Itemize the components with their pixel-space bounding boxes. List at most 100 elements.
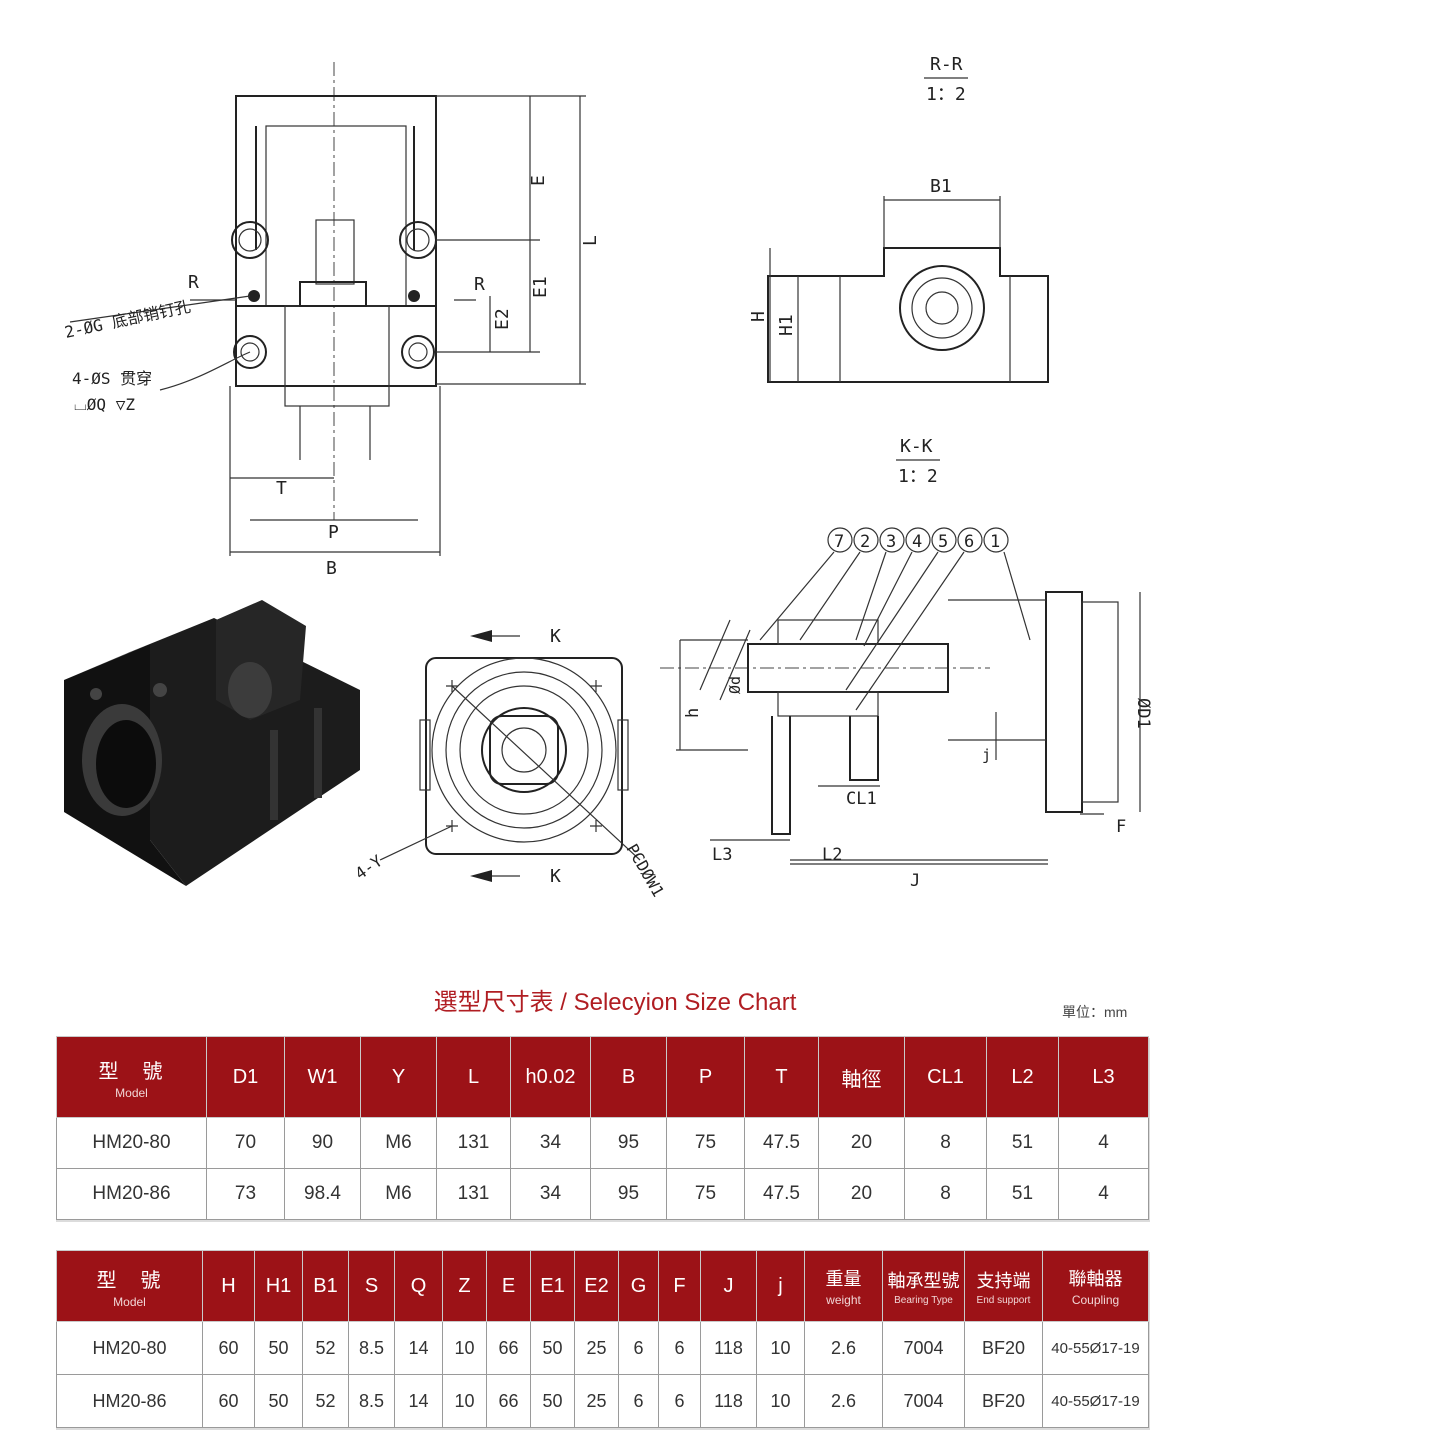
- table-row: HM20-80 70 90 M6 131 34 95 75 47.5 20 8 …: [56, 1117, 1149, 1169]
- table-cell: 90: [284, 1117, 361, 1169]
- table2-header-support: 支持端 End support: [964, 1250, 1043, 1322]
- table-cell: 51: [986, 1117, 1059, 1169]
- table-cell: 118: [700, 1374, 757, 1428]
- header-en: Bearing Type: [894, 1294, 953, 1306]
- table2-header: J: [700, 1250, 757, 1322]
- hole-q-note: ⌴ØQ ▽Z: [74, 395, 135, 414]
- header-en: End support: [976, 1294, 1031, 1306]
- table-cell: M6: [360, 1117, 437, 1169]
- header-cn: 支持端: [976, 1270, 1031, 1291]
- table2-header: Q: [394, 1250, 443, 1322]
- table1-header: CL1: [904, 1036, 987, 1118]
- table-cell: 118: [700, 1321, 757, 1375]
- table-row: HM20-86 60 50 52 8.5 14 10 66 50 25 6 6 …: [56, 1374, 1149, 1428]
- table2-header: E2: [574, 1250, 619, 1322]
- table-cell: 8: [904, 1117, 987, 1169]
- dim-B1: B1: [930, 176, 952, 197]
- table-cell: 40-55Ø17-19: [1042, 1321, 1149, 1375]
- table2-header: Z: [442, 1250, 487, 1322]
- table-cell: 4: [1058, 1168, 1149, 1220]
- section-rr: [767, 196, 1049, 383]
- part-5: 5: [938, 532, 948, 552]
- part-2: 2: [860, 532, 870, 552]
- table-cell: 60: [202, 1374, 255, 1428]
- table-cell: 8.5: [348, 1374, 395, 1428]
- table1-header: h0.02: [510, 1036, 591, 1118]
- table2-header: H1: [254, 1250, 303, 1322]
- dim-J: J: [910, 871, 920, 891]
- table-cell: 8: [904, 1168, 987, 1220]
- table-cell: 2.6: [804, 1374, 883, 1428]
- dim-h: h: [683, 708, 703, 718]
- hole-s-note: 4-ØS 贯穿: [72, 369, 152, 388]
- table-cell: HM20-80: [56, 1117, 207, 1169]
- table-cell: 4: [1058, 1117, 1149, 1169]
- table-cell: 98.4: [284, 1168, 361, 1220]
- table-cell: 60: [202, 1321, 255, 1375]
- dim-D1: ØD1: [1133, 698, 1153, 729]
- table2-header: E1: [530, 1250, 575, 1322]
- flange-hole-note: 4-Y: [351, 851, 386, 883]
- table-cell: 6: [658, 1321, 701, 1375]
- table1-header-row: 型 號 Model D1 W1 Y L h0.02 B P T 軸徑 CL1 L…: [56, 1036, 1149, 1118]
- table1-header: 軸徑: [818, 1036, 905, 1118]
- table-cell: 73: [206, 1168, 285, 1220]
- spec-table-1: 型 號 Model D1 W1 Y L h0.02 B P T 軸徑 CL1 L…: [56, 1036, 1149, 1220]
- technical-drawing: E E1 L E2 R R 2-ØG 底部销钉孔 4-ØS 贯穿 ⌴ØQ ▽Z …: [63, 54, 1153, 901]
- table-cell: 50: [530, 1321, 575, 1375]
- chart-title: 選型尺寸表 / Selecyion Size Chart: [433, 989, 797, 1016]
- hole-g-note: 2-ØG 底部销钉孔: [63, 297, 192, 342]
- table-cell: 34: [510, 1117, 591, 1169]
- dim-P: P: [328, 522, 339, 543]
- model-label-en: Model: [113, 1294, 146, 1309]
- table-cell: 95: [590, 1117, 667, 1169]
- table-cell: 66: [486, 1321, 531, 1375]
- table-cell: HM20-86: [56, 1168, 207, 1220]
- table-cell: 75: [666, 1168, 745, 1220]
- table-cell: 20: [818, 1117, 905, 1169]
- section-mark-k-top: K: [550, 626, 561, 647]
- table-cell: HM20-86: [56, 1374, 203, 1428]
- table1-header: L3: [1058, 1036, 1149, 1118]
- table-cell: 6: [658, 1374, 701, 1428]
- table-cell: 51: [986, 1168, 1059, 1220]
- table-cell: 25: [574, 1374, 619, 1428]
- dim-H1: H1: [776, 314, 797, 336]
- table-cell: 70: [206, 1117, 285, 1169]
- table-cell: 7004: [882, 1374, 965, 1428]
- dim-j: j: [982, 746, 991, 764]
- pcd-note: PCDØW1: [623, 841, 668, 901]
- table-cell: 75: [666, 1117, 745, 1169]
- table-cell: 47.5: [744, 1117, 819, 1169]
- dim-B: B: [326, 558, 337, 579]
- table-cell: BF20: [964, 1374, 1043, 1428]
- table2-header: F: [658, 1250, 701, 1322]
- table-cell: 20: [818, 1168, 905, 1220]
- dim-L: L: [580, 235, 601, 246]
- model-label: 型 號: [96, 1269, 163, 1292]
- table2-header: H: [202, 1250, 255, 1322]
- table2-header-model: 型 號 Model: [56, 1250, 203, 1322]
- section-kk: [660, 551, 1141, 865]
- top-view: [69, 62, 586, 556]
- table2-header: j: [756, 1250, 805, 1322]
- part-6: 6: [964, 532, 974, 552]
- table2-header-weight: 重量 weight: [804, 1250, 883, 1322]
- dim-H: H: [748, 311, 769, 322]
- section-mark-k-bottom: K: [550, 866, 561, 887]
- table-row: HM20-86 73 98.4 M6 131 34 95 75 47.5 20 …: [56, 1168, 1149, 1220]
- dim-CL1: CL1: [846, 789, 877, 809]
- dim-F: F: [1116, 817, 1126, 837]
- table-cell: 40-55Ø17-19: [1042, 1374, 1149, 1428]
- table-cell: 34: [510, 1168, 591, 1220]
- table-cell: 2.6: [804, 1321, 883, 1375]
- table-cell: 6: [618, 1374, 659, 1428]
- section-rr-scale: 1：2: [926, 84, 966, 105]
- part-1: 1: [990, 532, 1000, 552]
- section-rr-title: R-R: [930, 54, 963, 75]
- part-3: 3: [886, 532, 896, 552]
- table-cell: 10: [442, 1321, 487, 1375]
- table2-header: G: [618, 1250, 659, 1322]
- model-label-en: Model: [115, 1085, 148, 1100]
- table1-header: P: [666, 1036, 745, 1118]
